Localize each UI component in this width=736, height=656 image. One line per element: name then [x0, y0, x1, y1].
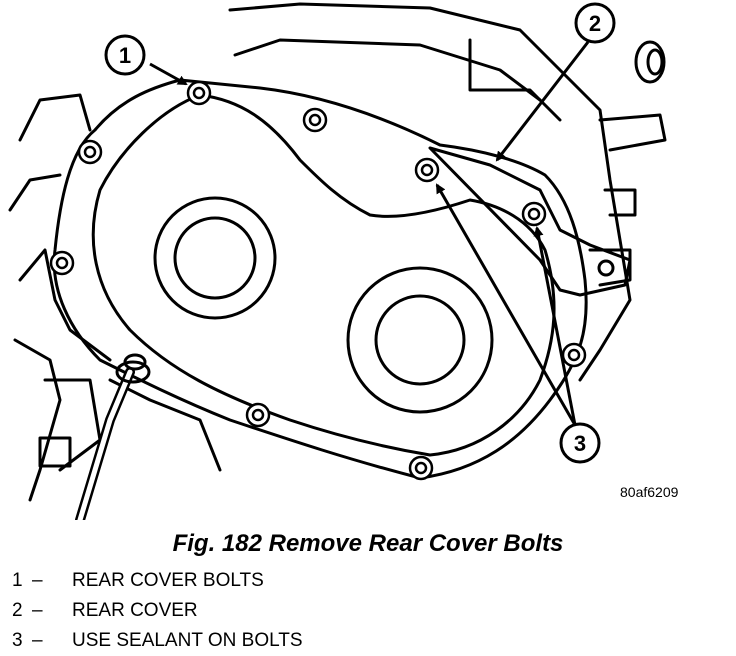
bolt [245, 402, 271, 428]
upper-gear-boss-inner [173, 216, 257, 300]
callout-1-label: 1 [119, 43, 131, 68]
legend-text: REAR COVER [72, 600, 198, 621]
lower-gear-boss [346, 266, 494, 414]
leader-3b [533, 226, 577, 426]
lower-gear-boss-inner [374, 294, 466, 386]
bolt [408, 455, 434, 481]
legend-number: 3 [12, 630, 23, 651]
callout-2: 2 [574, 2, 616, 44]
legend-separator: – [32, 630, 43, 651]
leader-1 [149, 62, 188, 86]
bolt [302, 107, 328, 133]
legend-separator: – [32, 570, 43, 591]
callout-2-label: 2 [589, 11, 601, 36]
legend-number: 2 [12, 600, 23, 621]
legend-item: 2 – REAR COVER [12, 596, 303, 626]
cover-bracket [428, 146, 632, 297]
bolt [561, 342, 587, 368]
legend-separator: – [32, 600, 43, 621]
legend-text: USE SEALANT ON BOLTS [72, 630, 303, 651]
bolt [521, 201, 547, 227]
legend-item: 3 – USE SEALANT ON BOLTS [12, 626, 303, 656]
callout-3-label: 3 [574, 431, 586, 456]
figure-caption: Fig. 182 Remove Rear Cover Bolts [172, 530, 564, 557]
rear-cover [91, 93, 556, 457]
callout-1: 1 [104, 34, 146, 76]
leader-2a [495, 41, 590, 162]
legend-number: 1 [12, 570, 23, 591]
bolt [186, 80, 212, 106]
cable-fitting [115, 360, 151, 384]
upper-gear-boss [153, 196, 277, 320]
transfer-case-diagram: 1 2 3 [8, 2, 667, 520]
bolt [49, 250, 75, 276]
leader-3a [435, 183, 577, 426]
callout-3: 3 [559, 422, 601, 464]
bracket-hole [597, 259, 615, 277]
bolt [414, 157, 440, 183]
legend-text: REAR COVER BOLTS [72, 570, 264, 591]
bolt [77, 139, 103, 165]
legend-item: 1 – REAR COVER BOLTS [12, 566, 303, 596]
figure-code: 80af6209 [620, 484, 679, 500]
housing-background [8, 2, 667, 502]
legend: 1 – REAR COVER BOLTS 2 – REAR COVER 3 – … [12, 566, 303, 656]
